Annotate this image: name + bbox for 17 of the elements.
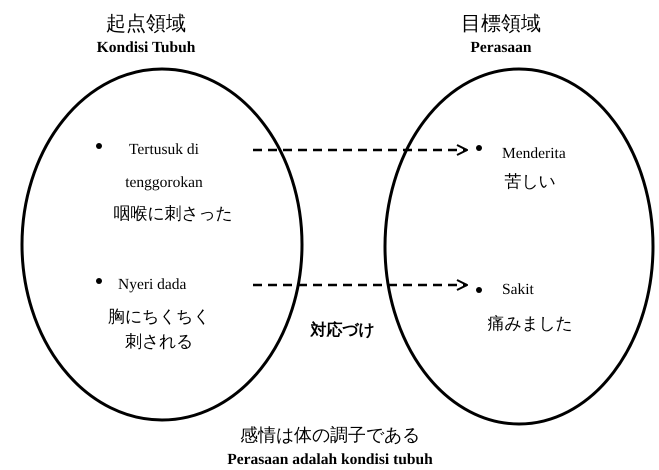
caption-text: 感情は体の調子である	[239, 424, 421, 447]
japanese-text: 咽喉に刺さった	[112, 203, 234, 225]
item-text: Tertusuk di tenggorokan	[124, 140, 204, 193]
japanese-text: 胸にちくちく刺される	[107, 306, 211, 353]
item-text: Menderita	[502, 144, 566, 164]
japanese-text: 苦しい	[504, 171, 556, 193]
dashed-arrow	[253, 279, 468, 291]
heading-text: 目標領域	[460, 12, 542, 36]
dashed-arrow	[253, 144, 468, 156]
subheading-text: Kondisi Tubuh	[96, 38, 196, 58]
caption-text: Perasaan adalah kondisi tubuh	[226, 451, 434, 469]
heading-text: 起点領域	[105, 12, 187, 36]
item-text: Sakit	[502, 280, 534, 300]
mapping-label: 対応づけ	[309, 320, 376, 341]
subheading-text: Perasaan	[469, 38, 533, 58]
item-text: Nyeri dada	[118, 275, 186, 295]
japanese-text: 痛みました	[486, 313, 574, 335]
